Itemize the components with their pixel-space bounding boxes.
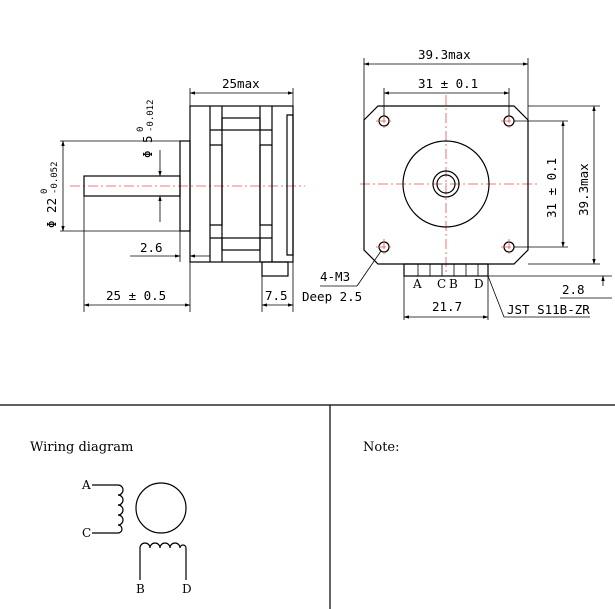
side-connector xyxy=(261,261,289,277)
pin-label-b: B xyxy=(449,277,458,291)
side-view: 25max Φ 5 0 -0.012 Φ 22 0 -0.052 2.6 25 … xyxy=(40,76,305,312)
coil-label-a: A xyxy=(81,478,91,492)
dim-mount-depth: Deep 2.5 xyxy=(302,289,362,304)
dim-shaft-tol-upper: 0 xyxy=(136,127,146,132)
dim-connector-offset: 2.8 xyxy=(562,282,585,297)
dim-boss-height: 2.6 xyxy=(140,240,163,255)
dim-boss-tol-lower: -0.052 xyxy=(50,161,60,194)
flange xyxy=(363,105,529,265)
pin-label-c: C xyxy=(437,277,446,291)
coil-label-d: D xyxy=(182,582,192,596)
dim-shaft-length: 25 ± 0.5 xyxy=(106,288,166,303)
pin-label-a: A xyxy=(412,277,422,291)
dim-hole-pitch-h: 31 ± 0.1 xyxy=(418,76,478,91)
dim-width-max: 39.3max xyxy=(418,47,471,62)
note-title: Note: xyxy=(363,440,400,455)
connector-part: JST S11B-ZR xyxy=(507,302,590,317)
dim-boss-tol-upper: 0 xyxy=(40,189,50,194)
dim-shaft-tol-lower: -0.012 xyxy=(146,99,156,132)
dim-connector-length: 7.5 xyxy=(265,288,288,303)
coil-label-c: C xyxy=(82,526,91,540)
dim-connector-width: 21.7 xyxy=(432,299,462,314)
wiring-diagram-title: Wiring diagram xyxy=(30,440,133,455)
motor-body xyxy=(189,105,294,263)
dim-mount-holes: 4-M3 xyxy=(320,269,350,284)
shaft-end xyxy=(432,170,460,198)
pilot-boss xyxy=(402,140,490,228)
front-view: A C B D 39.3max 31 ± 0.1 31 ± 0.1 39.3ma… xyxy=(302,47,612,320)
dim-hole-pitch-v: 31 ± 0.1 xyxy=(544,158,559,218)
dim-height-max: 39.3max xyxy=(576,163,591,216)
pin-label-d: D xyxy=(474,277,484,291)
dim-shaft-dia: Φ 5 xyxy=(140,135,155,158)
dim-body-length: 25max xyxy=(222,76,260,91)
info-panels: Wiring diagram Note: A C B D xyxy=(0,404,615,609)
front-connector xyxy=(403,263,489,277)
wiring-schematic xyxy=(92,482,187,580)
coil-label-b: B xyxy=(136,582,145,596)
dim-boss-dia: Φ 22 xyxy=(44,198,59,228)
rotor-circle xyxy=(135,482,187,534)
